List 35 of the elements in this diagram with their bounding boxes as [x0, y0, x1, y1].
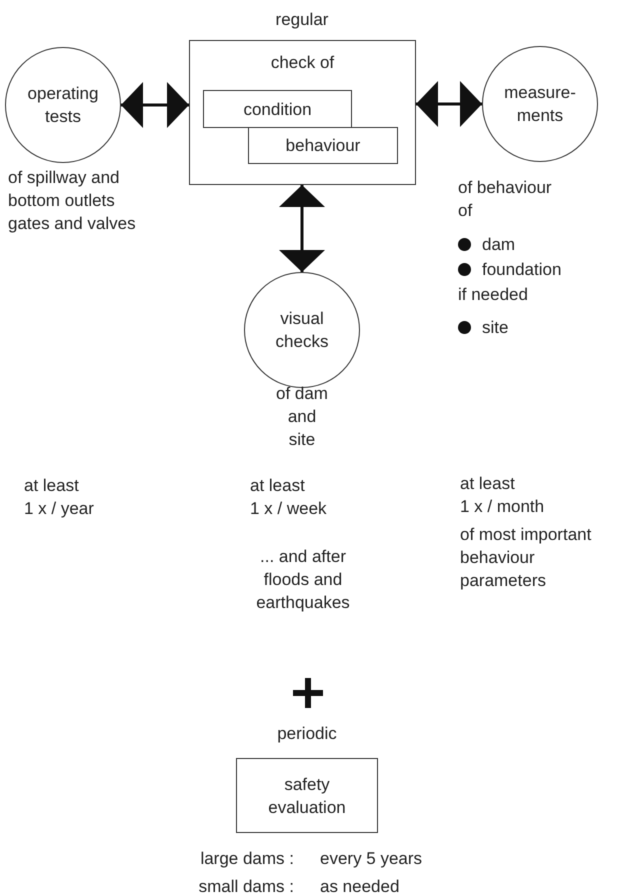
note-text: every 5 years — [320, 848, 424, 870]
note-text: 1 x / month — [460, 496, 546, 518]
process-box — [248, 127, 398, 164]
note-text: ... and after floods and earthquakes — [255, 546, 351, 614]
note-text: dam — [482, 234, 516, 256]
note-text: foundation — [482, 259, 562, 281]
node-label: behaviour — [286, 135, 360, 157]
note-text: of behaviour of — [458, 177, 553, 222]
node-label: operating tests — [26, 83, 100, 128]
double-arrow — [416, 81, 482, 127]
process-box — [203, 90, 352, 128]
note-text: large dams : — [199, 848, 294, 870]
note-text: if needed — [458, 284, 529, 306]
note-text: regular — [274, 9, 330, 31]
note-text: of spillway and bottom outlets gates and valves — [8, 167, 137, 235]
note-text: small dams : — [198, 876, 294, 895]
node-label: condition — [243, 98, 312, 120]
note-text: at least — [460, 473, 516, 495]
node-label: measure-ments — [503, 82, 577, 127]
note-text: of most important behaviour parameters — [460, 524, 592, 592]
note-text: of dam and site — [275, 383, 329, 451]
double-arrow — [279, 185, 325, 272]
note-text: at least — [250, 475, 306, 497]
process-box — [236, 758, 378, 833]
node-label: check of — [270, 52, 334, 74]
double-arrow — [121, 82, 189, 128]
note-text: site — [482, 317, 510, 339]
note-text: as needed — [320, 876, 400, 895]
node-label: safety evaluation — [267, 774, 347, 818]
note-text: 1 x / week — [250, 498, 328, 520]
note-text: at least — [24, 475, 80, 497]
note-text: periodic — [276, 723, 338, 745]
node-label: visual checks — [274, 308, 330, 353]
process-box — [189, 40, 416, 185]
note-text: 1 x / year — [24, 498, 95, 520]
